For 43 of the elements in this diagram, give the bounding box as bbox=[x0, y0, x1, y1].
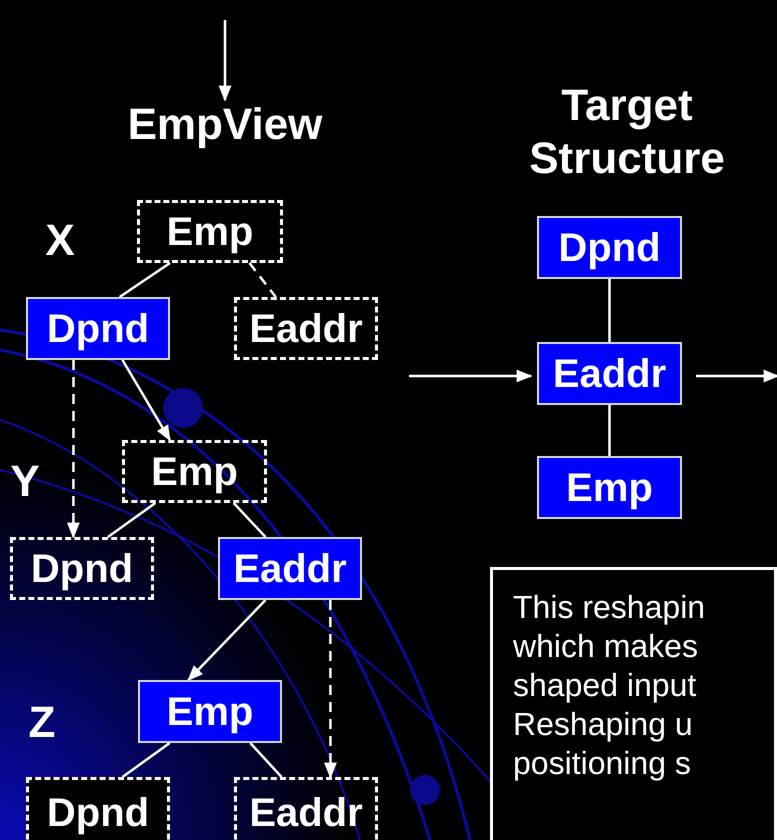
tree-title: EmpView bbox=[128, 100, 322, 150]
note-text: This reshapin which makes shaped input Reshaping u positioning s bbox=[513, 588, 706, 784]
entity-label: Eaddr bbox=[249, 793, 363, 833]
dashed-entity-box bbox=[137, 200, 283, 263]
structure-title: Target Structure bbox=[528, 80, 726, 185]
entity-box bbox=[537, 216, 682, 279]
dashed-entity-box bbox=[10, 537, 154, 600]
entity-label: Emp bbox=[166, 212, 254, 252]
entity-box bbox=[537, 342, 682, 405]
connector bbox=[608, 405, 611, 456]
connector bbox=[409, 370, 533, 382]
entity-label: Eaddr bbox=[552, 354, 666, 394]
entity-label: Dpnd bbox=[30, 548, 134, 588]
connector bbox=[187, 599, 266, 682]
dashed-entity-box bbox=[234, 777, 378, 840]
entity-label: Dpnd bbox=[46, 793, 150, 833]
connector bbox=[122, 742, 170, 778]
entity-box bbox=[26, 297, 170, 360]
level-label: X bbox=[44, 215, 76, 267]
connector bbox=[696, 370, 777, 382]
entity-label: Dpnd bbox=[46, 308, 150, 348]
connector bbox=[118, 262, 171, 298]
entity-label: Eaddr bbox=[249, 308, 363, 348]
connector bbox=[324, 600, 337, 779]
connector bbox=[248, 262, 277, 298]
dashed-entity-box bbox=[26, 777, 170, 840]
entity-label: Eaddr bbox=[233, 548, 347, 588]
entity-label: Dpnd bbox=[558, 228, 661, 268]
connector bbox=[218, 20, 232, 102]
connector bbox=[608, 279, 611, 342]
connector bbox=[249, 742, 282, 778]
connector bbox=[121, 359, 171, 442]
entity-box bbox=[138, 680, 282, 743]
connector bbox=[232, 502, 266, 538]
dashed-entity-box bbox=[234, 297, 378, 360]
note-box bbox=[490, 567, 777, 840]
entity-box bbox=[218, 537, 362, 600]
level-label: Z bbox=[28, 697, 56, 749]
connector bbox=[66, 360, 80, 539]
connector bbox=[107, 502, 156, 538]
entity-label: Emp bbox=[566, 468, 653, 508]
entity-label: Emp bbox=[166, 692, 254, 732]
entity-box bbox=[537, 456, 682, 519]
